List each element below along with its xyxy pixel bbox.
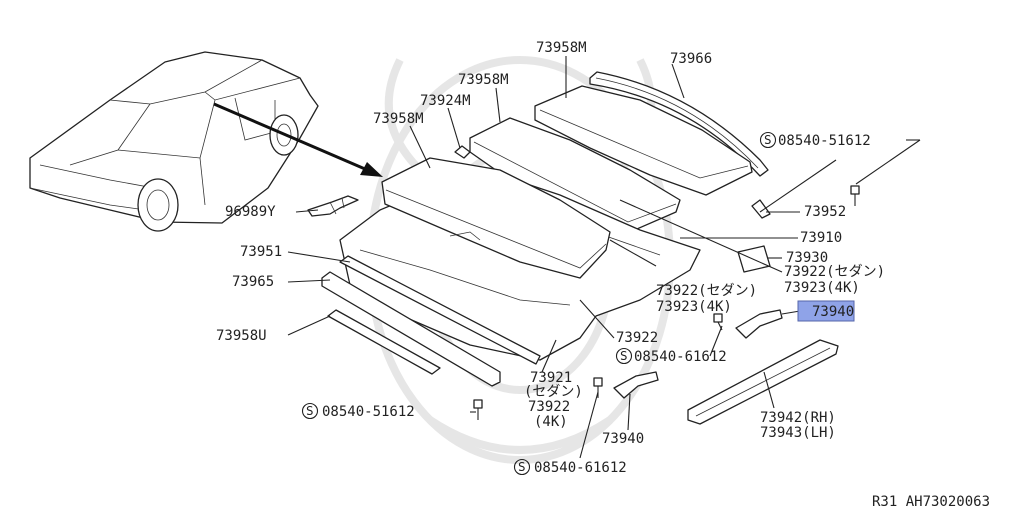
label-s08540-61612-b: S 08540-61612 bbox=[513, 458, 627, 476]
arrow-car-to-roof bbox=[213, 102, 383, 177]
label-4k-b: (4K) bbox=[534, 414, 568, 430]
part-96989Y-bracket[interactable] bbox=[307, 195, 359, 217]
svg-text:08540-51612: 08540-51612 bbox=[778, 133, 871, 149]
part-73958M-front[interactable] bbox=[381, 157, 611, 279]
footer-reference: R31 AH73020063 bbox=[872, 494, 990, 510]
label-s08540-51612-b: S 08540-51612 bbox=[301, 402, 415, 420]
label-73958M-c: 73958M bbox=[373, 111, 424, 127]
label-73942: 73942(RH) bbox=[760, 410, 836, 426]
leader-lines bbox=[287, 56, 921, 459]
label-73952: 73952 bbox=[804, 204, 846, 220]
label-73965: 73965 bbox=[232, 274, 274, 290]
label-73951: 73951 bbox=[240, 244, 282, 260]
label-73958M-b: 73958M bbox=[458, 72, 509, 88]
svg-text:S: S bbox=[518, 459, 526, 474]
part-labels: 73958M 73966 73958M 73924M 73958M S 0854… bbox=[216, 40, 990, 510]
label-73940-b: 73940 bbox=[602, 431, 644, 447]
svg-text:08540-51612: 08540-51612 bbox=[322, 404, 415, 420]
label-73922-sedan-r: 73922(セダン) bbox=[784, 264, 885, 280]
label-73943: 73943(LH) bbox=[760, 425, 836, 441]
screw-tr[interactable] bbox=[850, 185, 860, 206]
label-73966: 73966 bbox=[670, 51, 712, 67]
part-73924M-clip[interactable] bbox=[454, 145, 471, 159]
label-73922: 73922 bbox=[616, 330, 658, 346]
label-73923-4k-m: 73923(4K) bbox=[656, 299, 732, 315]
car-illustration bbox=[29, 51, 319, 232]
part-73965-strip[interactable] bbox=[321, 271, 501, 387]
label-73923-4k-r: 73923(4K) bbox=[784, 280, 860, 296]
label-96989Y: 96989Y bbox=[225, 204, 276, 220]
part-73940-grip-upper[interactable] bbox=[735, 309, 783, 339]
part-73940-grip-lower[interactable] bbox=[613, 371, 659, 399]
highlight-73940 bbox=[797, 300, 855, 322]
label-s08540-51612-tr: S 08540-51612 bbox=[759, 131, 871, 149]
part-73958U-strip[interactable] bbox=[327, 309, 441, 375]
screw-bottom[interactable] bbox=[593, 377, 603, 398]
label-73921: 73921 bbox=[530, 370, 572, 386]
label-73958M-a: 73958M bbox=[536, 40, 587, 56]
part-73952-clip[interactable] bbox=[751, 199, 771, 219]
svg-text:S: S bbox=[764, 132, 772, 147]
label-s08540-61612-m: S 08540-61612 bbox=[615, 347, 727, 365]
svg-text:08540-61612: 08540-61612 bbox=[634, 349, 727, 365]
part-73951-strip[interactable] bbox=[339, 255, 541, 365]
label-73930: 73930 bbox=[786, 250, 828, 266]
label-sedan-b: (セダン) bbox=[524, 384, 583, 400]
screw-left[interactable] bbox=[473, 399, 483, 420]
part-73958M-top[interactable] bbox=[534, 85, 753, 196]
svg-text:S: S bbox=[620, 348, 628, 363]
label-73922-sedan-m: 73922(セダン) bbox=[656, 283, 757, 299]
label-73922-b: 73922 bbox=[528, 399, 570, 415]
label-73940-highlight: 73940 bbox=[812, 304, 854, 320]
label-73910: 73910 bbox=[800, 230, 842, 246]
svg-text:S: S bbox=[306, 403, 314, 418]
label-73958U: 73958U bbox=[216, 328, 267, 344]
svg-text:08540-61612: 08540-61612 bbox=[534, 460, 627, 476]
label-73924M: 73924M bbox=[420, 93, 471, 109]
